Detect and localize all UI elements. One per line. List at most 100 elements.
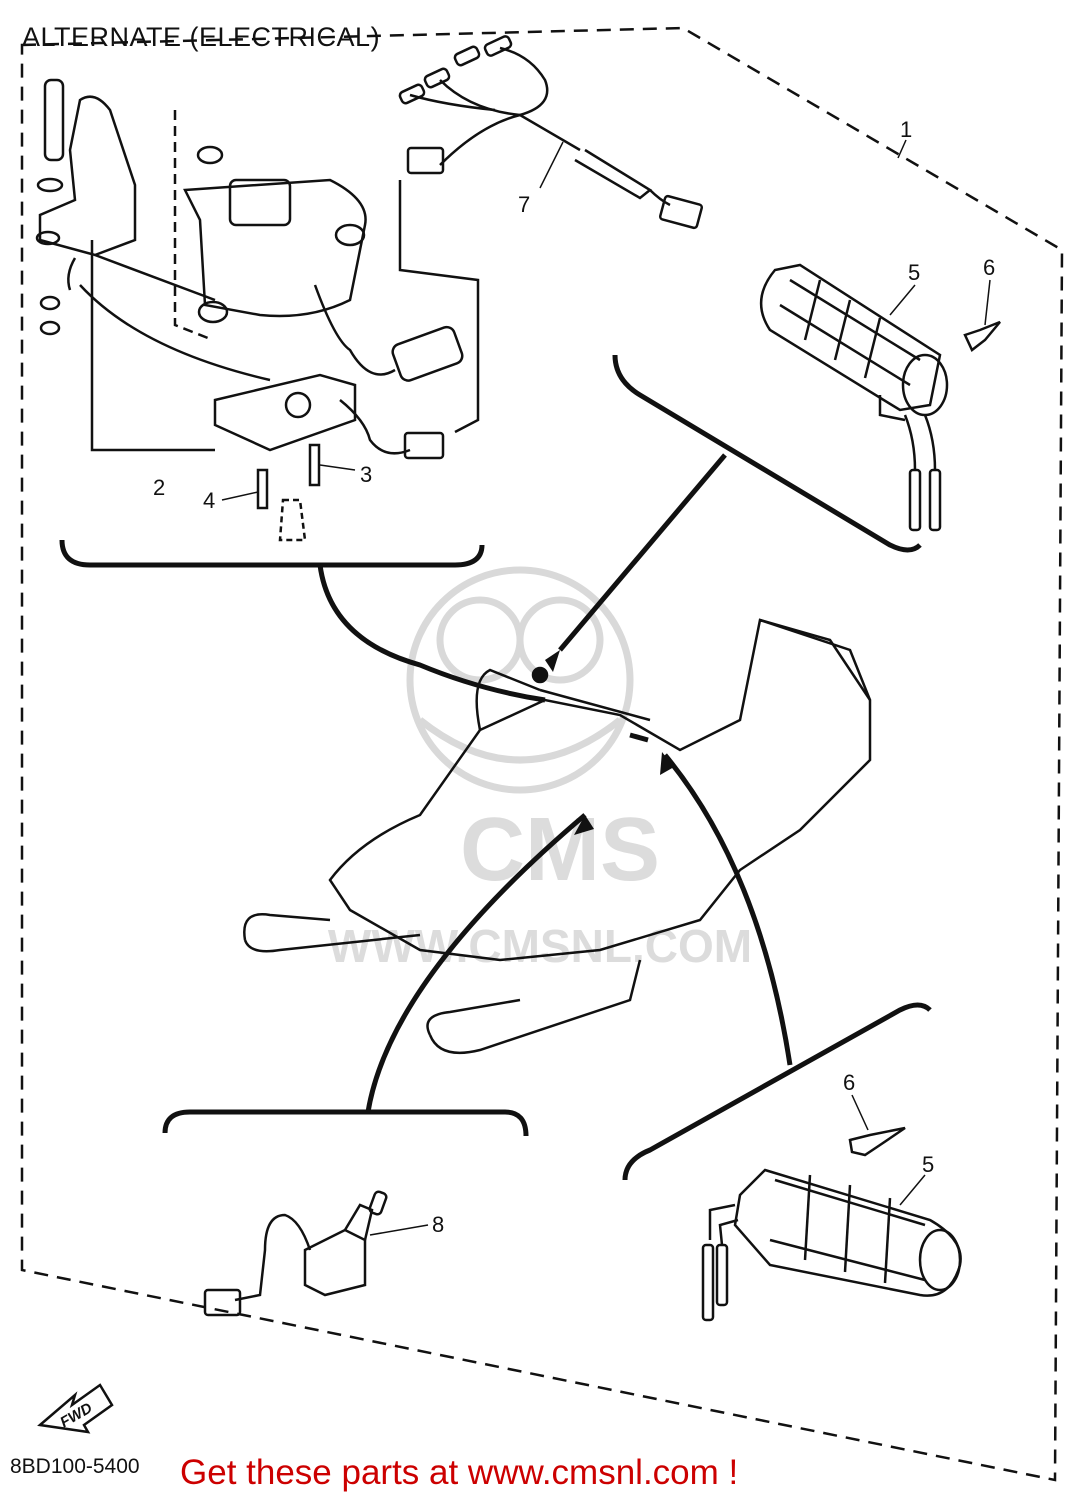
bracket-wire [67,257,77,291]
grip-top-rib-4 [833,299,852,361]
switch-neck [343,1203,374,1241]
callout-leader-6b [851,1094,869,1131]
grip-heater-bottom [701,1168,962,1322]
part-code: 8BD100-5400 [10,1455,140,1478]
bracket-line-2a [90,240,165,452]
arrowhead-switch [574,815,594,835]
screw-3 [308,443,321,487]
ski-left [243,933,421,953]
harness-connector-right [658,194,704,230]
nut [39,295,61,311]
grip-top-rib-1 [789,278,921,362]
harness-branch-2 [439,79,521,117]
group-brackets [59,354,932,1181]
snowmobile [243,618,872,1055]
snowmobile-body [328,618,872,962]
grip-heater-top [759,263,949,532]
switch-wire [234,1213,312,1302]
screw-4 [256,468,269,510]
grommet-top [196,145,224,165]
harness-end [649,189,671,207]
callout-4: 4 [203,488,215,513]
housing-cable [313,284,396,376]
guide-diag-1 [94,253,216,302]
callout-7: 7 [518,192,530,217]
grip-top-terminal-1 [908,468,922,532]
harness-connector-left [406,146,445,175]
grip-bottom-wire-1 [708,1203,736,1240]
clip [278,498,307,542]
callout-5-bottom: 5 [922,1152,934,1177]
bracket-switch-group [162,1109,529,1137]
promo-link[interactable]: Get these parts at www.cmsnl.com ! [180,1453,739,1492]
harness-terminal-1 [483,35,513,57]
bracket-hole-upper [36,177,64,193]
harness-sleeve [574,148,653,200]
watermark-logo-eye-right [516,596,604,684]
callout-leader-5a [889,284,916,316]
callout-3: 3 [360,462,372,487]
watermark-url: WWW.CMSNL.COM [328,920,752,972]
callout-leader-5b [899,1174,926,1206]
seat [759,618,872,701]
wire-harness-7 [398,35,704,230]
grip-bottom-end [918,1228,962,1292]
leader-arrowheads [545,650,674,835]
grip-bottom-terminal-2 [715,1243,729,1307]
switch-lever [368,1190,388,1216]
callout-numbers: 1 2 3 4 5 6 7 6 5 8 [153,117,995,1237]
harness-branch-1 [499,46,549,117]
watermark-logo-eye-left [436,596,524,684]
grip-top-body [759,263,942,412]
callout-leader-8 [369,1224,429,1236]
grip-top-rib-3 [803,279,822,341]
rivet-bottom [848,1126,906,1157]
rivet-bottom-body [848,1126,906,1157]
grip-top-wire-1 [903,414,917,471]
callout-leader-6a [984,279,991,326]
kit-boundary [20,26,1064,1482]
grip-bottom-wire-2 [718,1218,739,1246]
housing-port [334,223,366,247]
regulator-connector [403,431,445,460]
switch-body [303,1228,367,1297]
regulator-box [213,373,357,452]
grip-bottom-terminal-1 [701,1243,715,1322]
ignition-assembly [35,78,480,542]
grip-bottom-rib-4 [843,1184,852,1273]
callout-6-bottom: 6 [843,1070,855,1095]
callout-leader-7 [539,141,564,189]
harness-terminal-4 [398,83,426,105]
grommet-bottom [197,300,229,324]
switch-mount-point [629,732,649,743]
callout-leader-3 [319,464,356,471]
rivet-top-body [963,320,1001,352]
grip-top-wire-2 [923,414,937,471]
leader-grip-bottom [663,753,793,1066]
dashed-guide-left [173,110,214,342]
bracket-ignition-group [59,539,485,568]
arrowhead-top [545,650,560,672]
bracket-grip-top [612,354,922,553]
grip-mount-point [531,666,549,684]
leader-switch [365,813,587,1113]
arrowhead-bottom [660,752,674,775]
ski-right-tip [426,998,521,1036]
bracket-hole-lower [35,230,61,246]
leader-ignition-to-handle [317,564,546,703]
callout-8: 8 [432,1212,444,1237]
regulator-wire [339,399,411,455]
callout-1: 1 [900,117,912,142]
ski-right [428,959,642,1055]
washer [39,320,61,336]
regulator-knob [284,391,312,419]
grip-bottom-rib-5 [883,1197,892,1284]
harness-terminal-2 [453,45,481,67]
leader-grip-top [558,453,727,652]
harness-branch-3 [409,93,496,112]
guide-right [398,180,480,434]
cable-connector [391,325,464,382]
grip-bottom-rib-3 [803,1174,812,1261]
fwd-arrow-shape [37,1383,114,1434]
callout-leader-4 [221,491,259,501]
